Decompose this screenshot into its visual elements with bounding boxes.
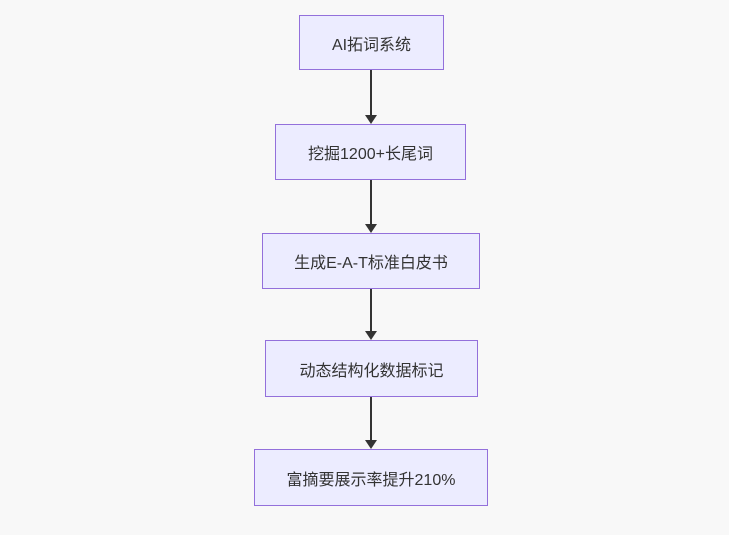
edge-line bbox=[369, 289, 372, 332]
flow-node-rich-snippet-uplift: 富摘要展示率提升210% bbox=[254, 449, 488, 506]
arrow-down-icon bbox=[364, 331, 377, 340]
arrow-down-icon bbox=[364, 440, 377, 449]
flow-node-ai-expansion-system: AI拓词系统 bbox=[299, 15, 444, 70]
edge-line bbox=[369, 70, 372, 116]
flow-edge-1 bbox=[364, 70, 377, 124]
flow-node-label: AI拓词系统 bbox=[331, 36, 412, 54]
flow-edge-3 bbox=[364, 289, 377, 340]
flow-edge-4 bbox=[364, 397, 377, 449]
flow-node-label: 富摘要展示率提升210% bbox=[286, 471, 456, 489]
edge-line bbox=[369, 397, 372, 441]
edge-line bbox=[369, 180, 372, 225]
flow-node-label: 生成E-A-T标准白皮书 bbox=[294, 255, 448, 272]
flow-edge-2 bbox=[364, 180, 377, 233]
flow-node-label: 动态结构化数据标记 bbox=[299, 362, 444, 380]
flow-node-label: 挖掘1200+长尾词 bbox=[308, 146, 433, 163]
flow-node-longtail-mining: 挖掘1200+长尾词 bbox=[275, 124, 466, 180]
arrow-down-icon bbox=[364, 115, 377, 124]
arrow-down-icon bbox=[364, 224, 377, 233]
flow-node-structured-data-markup: 动态结构化数据标记 bbox=[265, 340, 478, 397]
flow-node-eat-whitepaper: 生成E-A-T标准白皮书 bbox=[262, 233, 480, 289]
